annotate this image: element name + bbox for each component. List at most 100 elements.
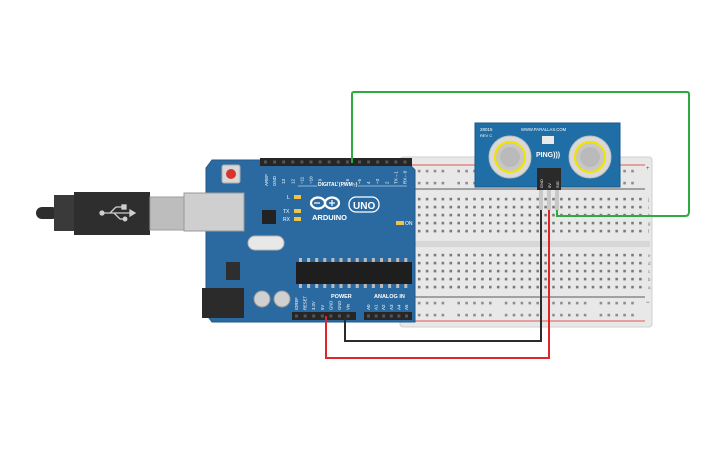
- header-hole[interactable]: [382, 314, 386, 318]
- header-hole[interactable]: [397, 314, 401, 318]
- rail-hole: [417, 169, 421, 173]
- terminal-hole: [441, 229, 445, 233]
- terminal-hole: [568, 277, 571, 281]
- ground-wire-black[interactable]: [344, 210, 542, 342]
- terminal-hole: [433, 213, 437, 217]
- header-hole[interactable]: [303, 314, 307, 318]
- terminal-hole: [433, 221, 437, 225]
- analog-pin-label: A4: [396, 304, 401, 310]
- chip-pin: [355, 258, 359, 262]
- terminal-hole: [575, 261, 579, 265]
- header-hole[interactable]: [300, 160, 304, 164]
- terminal-hole: [631, 261, 634, 265]
- terminal-hole: [591, 285, 595, 289]
- sensor-pin-header: [537, 168, 561, 190]
- terminal-hole: [504, 213, 508, 217]
- terminal-hole: [504, 277, 508, 281]
- terminal-hole: [607, 261, 611, 265]
- rail-hole: [615, 301, 618, 305]
- usb-cable-strain-relief: [36, 207, 58, 219]
- terminal-hole: [591, 269, 595, 273]
- terminal-hole: [496, 253, 500, 257]
- header-hole[interactable]: [295, 314, 298, 318]
- terminal-hole: [615, 277, 618, 281]
- terminal-hole: [489, 285, 492, 289]
- header-hole[interactable]: [394, 160, 398, 164]
- rail-hole: [560, 301, 563, 305]
- rail-hole: [457, 301, 460, 305]
- header-hole[interactable]: [282, 160, 286, 164]
- terminal-hole: [615, 285, 618, 289]
- terminal-hole: [473, 261, 476, 265]
- terminal-hole: [639, 285, 642, 289]
- header-hole[interactable]: [405, 314, 408, 318]
- header-hole[interactable]: [329, 314, 333, 318]
- header-hole[interactable]: [273, 160, 277, 164]
- power-wire-red[interactable]: [325, 210, 550, 359]
- header-hole[interactable]: [385, 160, 389, 164]
- header-hole[interactable]: [336, 160, 340, 164]
- terminal-hole: [536, 253, 539, 257]
- terminal-hole: [544, 213, 547, 217]
- terminal-hole: [433, 269, 437, 273]
- rail-hole: [568, 301, 571, 305]
- led-l-label: L: [287, 195, 290, 201]
- terminal-hole: [481, 277, 484, 281]
- rail-hole: [481, 301, 484, 305]
- rail-hole: [528, 313, 532, 317]
- header-hole[interactable]: [376, 160, 380, 164]
- terminal-hole: [449, 221, 453, 225]
- header-hole[interactable]: [374, 314, 378, 318]
- terminal-hole: [544, 197, 547, 201]
- terminal-hole: [512, 269, 516, 273]
- terminal-hole: [599, 221, 603, 225]
- digital-header: [260, 158, 412, 166]
- terminal-hole: [433, 229, 437, 233]
- row-letter: i: [648, 205, 649, 210]
- header-hole[interactable]: [327, 160, 331, 164]
- terminal-hole: [441, 213, 445, 217]
- rail-hole: [425, 313, 429, 317]
- terminal-hole: [623, 277, 626, 281]
- terminal-hole: [615, 269, 618, 273]
- header-hole[interactable]: [291, 160, 295, 164]
- terminal-hole: [520, 205, 524, 209]
- terminal-hole: [544, 253, 547, 257]
- terminal-hole: [552, 197, 555, 201]
- header-hole[interactable]: [345, 160, 349, 164]
- terminal-hole: [496, 229, 500, 233]
- terminal-hole: [449, 213, 453, 217]
- terminal-hole: [473, 285, 476, 289]
- terminal-hole: [504, 197, 508, 201]
- signal-wire-green[interactable]: [351, 91, 690, 217]
- terminal-hole: [504, 221, 508, 225]
- terminal-hole: [623, 253, 626, 257]
- header-hole[interactable]: [346, 314, 350, 318]
- rail-hole: [599, 301, 603, 305]
- terminal-hole: [512, 285, 516, 289]
- header-hole[interactable]: [338, 314, 341, 318]
- led-tx: [294, 209, 301, 213]
- rail-hole: [425, 169, 429, 173]
- chip-pin: [347, 284, 351, 288]
- header-hole[interactable]: [312, 314, 316, 318]
- header-hole[interactable]: [318, 160, 322, 164]
- header-hole[interactable]: [367, 160, 371, 164]
- terminal-hole: [528, 269, 532, 273]
- usb-cable: [36, 192, 185, 235]
- header-hole[interactable]: [389, 314, 393, 318]
- terminal-hole: [639, 229, 642, 233]
- chip-pin: [307, 284, 311, 288]
- chip-pin: [323, 258, 327, 262]
- reset-button-cap[interactable]: [226, 169, 236, 179]
- header-hole[interactable]: [320, 314, 324, 318]
- header-hole[interactable]: [358, 160, 361, 164]
- header-hole[interactable]: [264, 160, 267, 164]
- header-hole[interactable]: [367, 314, 370, 318]
- header-hole[interactable]: [403, 160, 407, 164]
- header-hole[interactable]: [309, 160, 313, 164]
- terminal-hole: [512, 261, 516, 265]
- usb-cable-boot: [54, 195, 76, 231]
